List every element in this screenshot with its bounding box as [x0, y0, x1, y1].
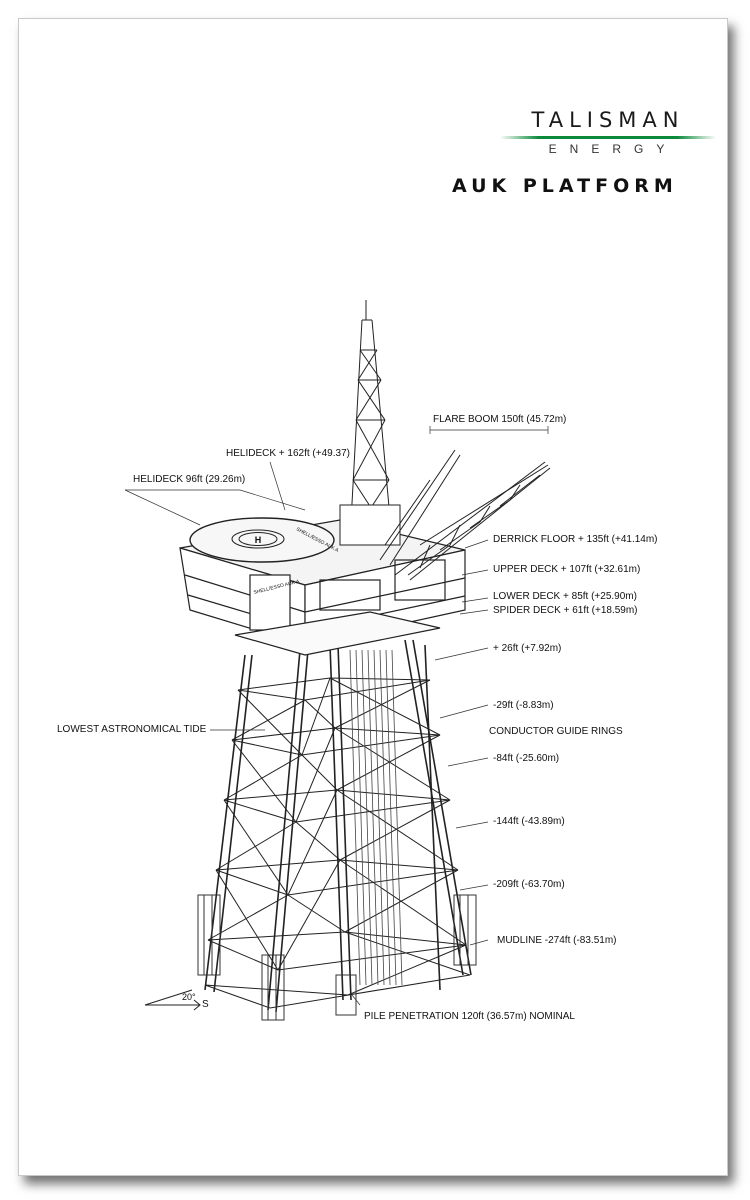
pile-clusters	[197, 894, 477, 1021]
brand-name: TALISMAN	[531, 108, 685, 132]
helideck	[189, 517, 335, 563]
label-helideck-elevation: HELIDECK + 162ft (+49.37)	[226, 448, 350, 459]
brand-rule	[500, 136, 716, 139]
crane-boom	[379, 449, 461, 566]
label-spider-deck: SPIDER DECK + 61ft (+18.59m)	[493, 605, 638, 616]
label-lower-deck: LOWER DECK + 85ft (+25.90m)	[493, 591, 637, 602]
helipad-mark: H	[255, 535, 262, 545]
label-mudline: MUDLINE -274ft (-83.51m)	[497, 935, 617, 946]
label-helideck-size: HELIDECK 96ft (29.26m)	[133, 474, 246, 485]
derrick	[339, 300, 401, 546]
label-conductor-guide-rings: CONDUCTOR GUIDE RINGS	[489, 726, 623, 737]
label-upper-deck: UPPER DECK + 107ft (+32.61m)	[493, 564, 641, 575]
label-minus-84ft: -84ft (-25.60m)	[493, 753, 560, 764]
label-minus-29ft: -29ft (-8.83m)	[493, 700, 554, 711]
compass-direction: S	[202, 999, 209, 1010]
label-minus-144ft: -144ft (-43.89m)	[493, 816, 565, 827]
label-pile-penetration: PILE PENETRATION 120ft (36.57m) NOMINAL	[364, 1011, 575, 1022]
brand-logo: TALISMAN ENERGY	[500, 108, 716, 156]
label-derrick-floor: DERRICK FLOOR + 135ft (+41.14m)	[493, 534, 658, 545]
compass-angle: 20°	[182, 992, 196, 1002]
leader-lines	[124, 426, 549, 1006]
label-lowest-astronomical-tide: LOWEST ASTRONOMICAL TIDE	[57, 724, 207, 735]
flare-boom	[394, 461, 551, 581]
label-plus-26ft: + 26ft (+7.92m)	[493, 643, 562, 654]
label-flare-boom: FLARE BOOM 150ft (45.72m)	[433, 414, 567, 425]
compass-indicator	[144, 989, 201, 1011]
label-minus-209ft: -209ft (-63.70m)	[493, 879, 565, 890]
page-title: AUK PLATFORM	[452, 175, 678, 197]
jacket-x-bracing	[207, 677, 471, 996]
conductors	[349, 649, 403, 986]
brand-subtitle: ENERGY	[548, 142, 678, 156]
